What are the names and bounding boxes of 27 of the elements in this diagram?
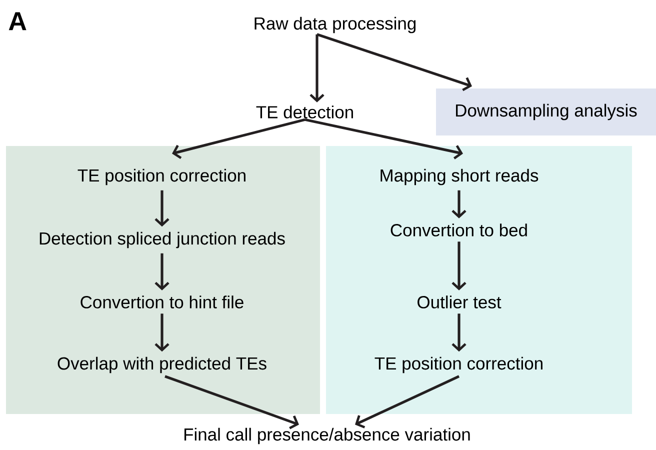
step-text: TE position correction (78, 168, 246, 186)
process-box: Downsampling analysis (436, 88, 656, 136)
step-text: Overlap with predicted TEs (58, 356, 266, 374)
arrow (154, 190, 170, 227)
arrow (452, 190, 466, 218)
step-text: Convertion to bed (390, 224, 527, 236)
arrow (452, 242, 466, 290)
panel-letter: A (8, 12, 26, 30)
step-text: Outlier test (418, 296, 502, 308)
arrow (452, 314, 466, 352)
step-text: TE position correction (374, 356, 542, 374)
step-text: Final call presence/absence variation (184, 428, 470, 444)
step-text: Mapping short reads (380, 168, 538, 186)
arrow (316, 33, 472, 92)
step-text: TE detection (256, 106, 353, 118)
arrow (310, 34, 324, 102)
panel-background (6, 146, 320, 414)
arrow (304, 118, 463, 160)
panel-background (326, 146, 632, 414)
arrow (154, 314, 170, 352)
step-text: Convertion to hint file (80, 296, 244, 308)
arrow (355, 375, 460, 428)
arrow (164, 375, 299, 430)
arrow (154, 253, 170, 290)
arrow (172, 118, 306, 160)
step-text: Raw data processing (254, 16, 416, 34)
step-text: Detection spliced junction reads (40, 232, 285, 248)
